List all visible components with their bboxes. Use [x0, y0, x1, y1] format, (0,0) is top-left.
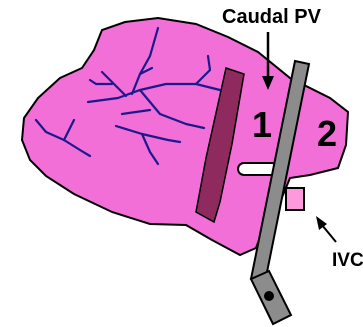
clamp-pivot-dot	[264, 291, 274, 301]
liver-lobe	[22, 18, 348, 255]
region-2-label: 2	[317, 113, 337, 154]
ivc-segment	[286, 188, 304, 210]
ivc-label: IVC	[332, 250, 363, 271]
caudal-pv-label: Caudal PV	[222, 6, 322, 28]
ivc-arrow	[316, 216, 336, 242]
region-1-label: 1	[252, 104, 272, 145]
